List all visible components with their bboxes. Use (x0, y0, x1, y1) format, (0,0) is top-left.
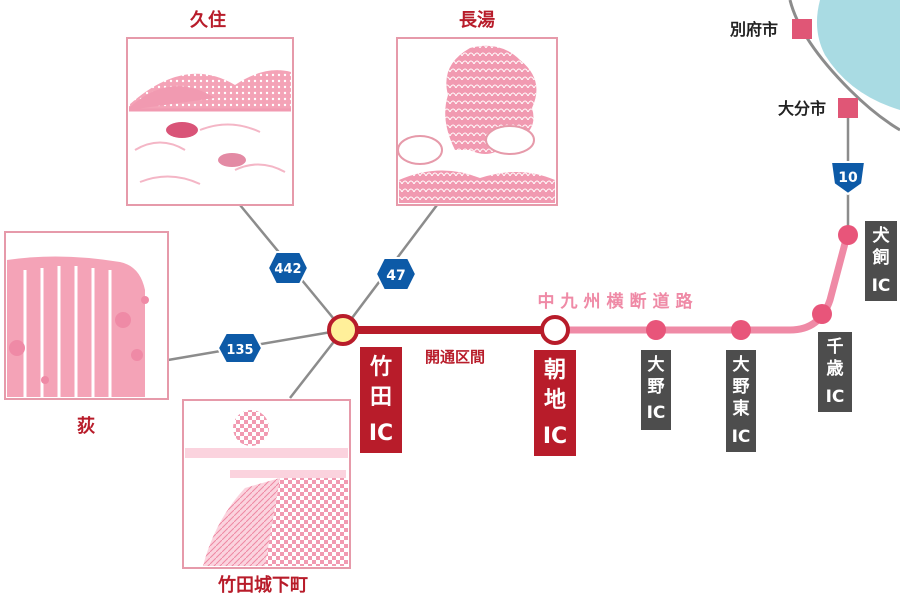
inukai-ic-marker (838, 225, 858, 245)
svg-text:東: 東 (733, 398, 750, 419)
svg-text:IC: IC (732, 427, 751, 447)
oita-label: 大分市 (778, 99, 826, 118)
svg-text:IC: IC (543, 424, 567, 449)
expressway-line (551, 228, 852, 334)
taketa-ic-marker (327, 314, 359, 346)
route-shield-442: 442 (266, 251, 310, 285)
svg-text:47: 47 (386, 268, 405, 284)
svg-text:IC: IC (826, 387, 845, 407)
ono-ic-marker (646, 320, 666, 340)
inukai-ic-label: 犬 飼 IC (865, 221, 897, 301)
svg-text:大: 大 (648, 354, 665, 375)
onohigashi-ic-marker (731, 320, 751, 340)
svg-text:135: 135 (226, 343, 253, 358)
svg-text:大: 大 (733, 354, 750, 375)
asaji-ic-marker (540, 315, 570, 345)
svg-text:千: 千 (827, 337, 844, 357)
ono-ic-label: 大 野 IC (641, 350, 671, 430)
taketa-ic-label: 竹 田 IC (360, 347, 402, 453)
svg-text:地: 地 (544, 388, 566, 413)
svg-text:歳: 歳 (827, 358, 844, 379)
svg-text:竹: 竹 (369, 354, 392, 380)
kuju-illustration (126, 37, 294, 206)
svg-text:野: 野 (648, 377, 665, 397)
svg-text:飼: 飼 (872, 247, 890, 268)
kuju-title: 久住 (190, 9, 226, 31)
svg-text:田: 田 (370, 385, 392, 410)
svg-text:野: 野 (733, 377, 750, 397)
svg-text:IC: IC (872, 276, 891, 296)
svg-text:朝: 朝 (544, 357, 566, 383)
beppu-label: 別府市 (730, 20, 778, 39)
opened-section-label: 開通区間 (425, 348, 485, 366)
ogi-title: 荻 (77, 415, 95, 437)
chitose-ic-marker (812, 304, 832, 324)
sea-area (816, 0, 900, 110)
nagayu-title: 長湯 (459, 10, 495, 31)
asaji-ic-label: 朝 地 IC (534, 350, 576, 456)
svg-text:犬: 犬 (873, 225, 891, 246)
cow-icon (218, 153, 246, 167)
beppu-marker (792, 19, 812, 39)
ogi-illustration (4, 231, 169, 400)
cow-icon (166, 122, 198, 138)
route-shield-47: 47 (374, 257, 418, 291)
svg-text:IC: IC (647, 403, 666, 423)
svg-text:10: 10 (838, 170, 858, 186)
nagayu-illustration (396, 37, 558, 206)
expressway-name: 中九州横断道路 (538, 291, 699, 312)
chitose-ic-label: 千 歳 IC (818, 332, 852, 412)
route-shield-10: 10 (829, 161, 867, 196)
castle-town-title: 竹田城下町 (217, 574, 308, 596)
onohigashi-ic-label: 大 野 東 IC (726, 350, 756, 452)
route-shield-135: 135 (216, 332, 264, 364)
castle-town-illustration (182, 399, 351, 569)
oita-marker (838, 98, 858, 118)
svg-text:442: 442 (274, 262, 301, 277)
svg-text:IC: IC (369, 421, 393, 446)
